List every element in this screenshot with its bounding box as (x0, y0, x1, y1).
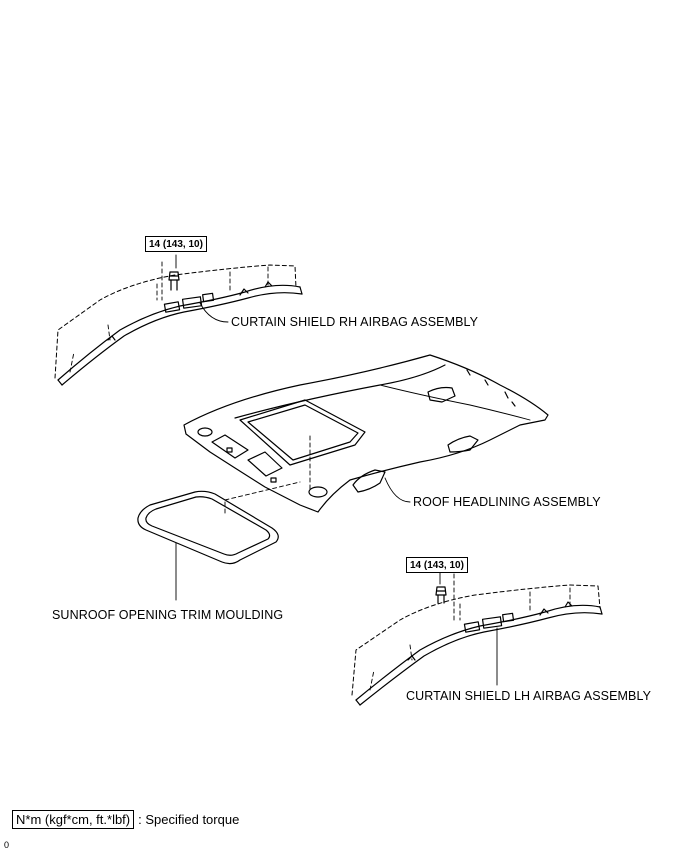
lh-torque-spec: 14 (143, 10) (406, 557, 468, 573)
roof-headlining-label: ROOF HEADLINING ASSEMBLY (413, 495, 601, 509)
torque-legend-text: : Specified torque (138, 812, 240, 827)
corner-code: 0 (4, 840, 10, 850)
rh-torque-spec: 14 (143, 10) (145, 236, 207, 252)
sunroof-opening-trim-moulding (137, 490, 279, 601)
lh-airbag-label: CURTAIN SHIELD LH AIRBAG ASSEMBLY (406, 689, 652, 703)
sunroof-trim-label: SUNROOF OPENING TRIM MOULDING (52, 608, 284, 622)
rh-airbag-label: CURTAIN SHIELD RH AIRBAG ASSEMBLY (231, 315, 479, 329)
roof-headlining-assembly (183, 354, 549, 516)
rh-airbag-assembly (54, 254, 303, 386)
torque-unit-box: N*m (kgf*cm, ft.*lbf) (12, 810, 135, 829)
lh-airbag-assembly (351, 569, 603, 706)
torque-legend: N*m (kgf*cm, ft.*lbf): Specified torque (12, 810, 239, 829)
